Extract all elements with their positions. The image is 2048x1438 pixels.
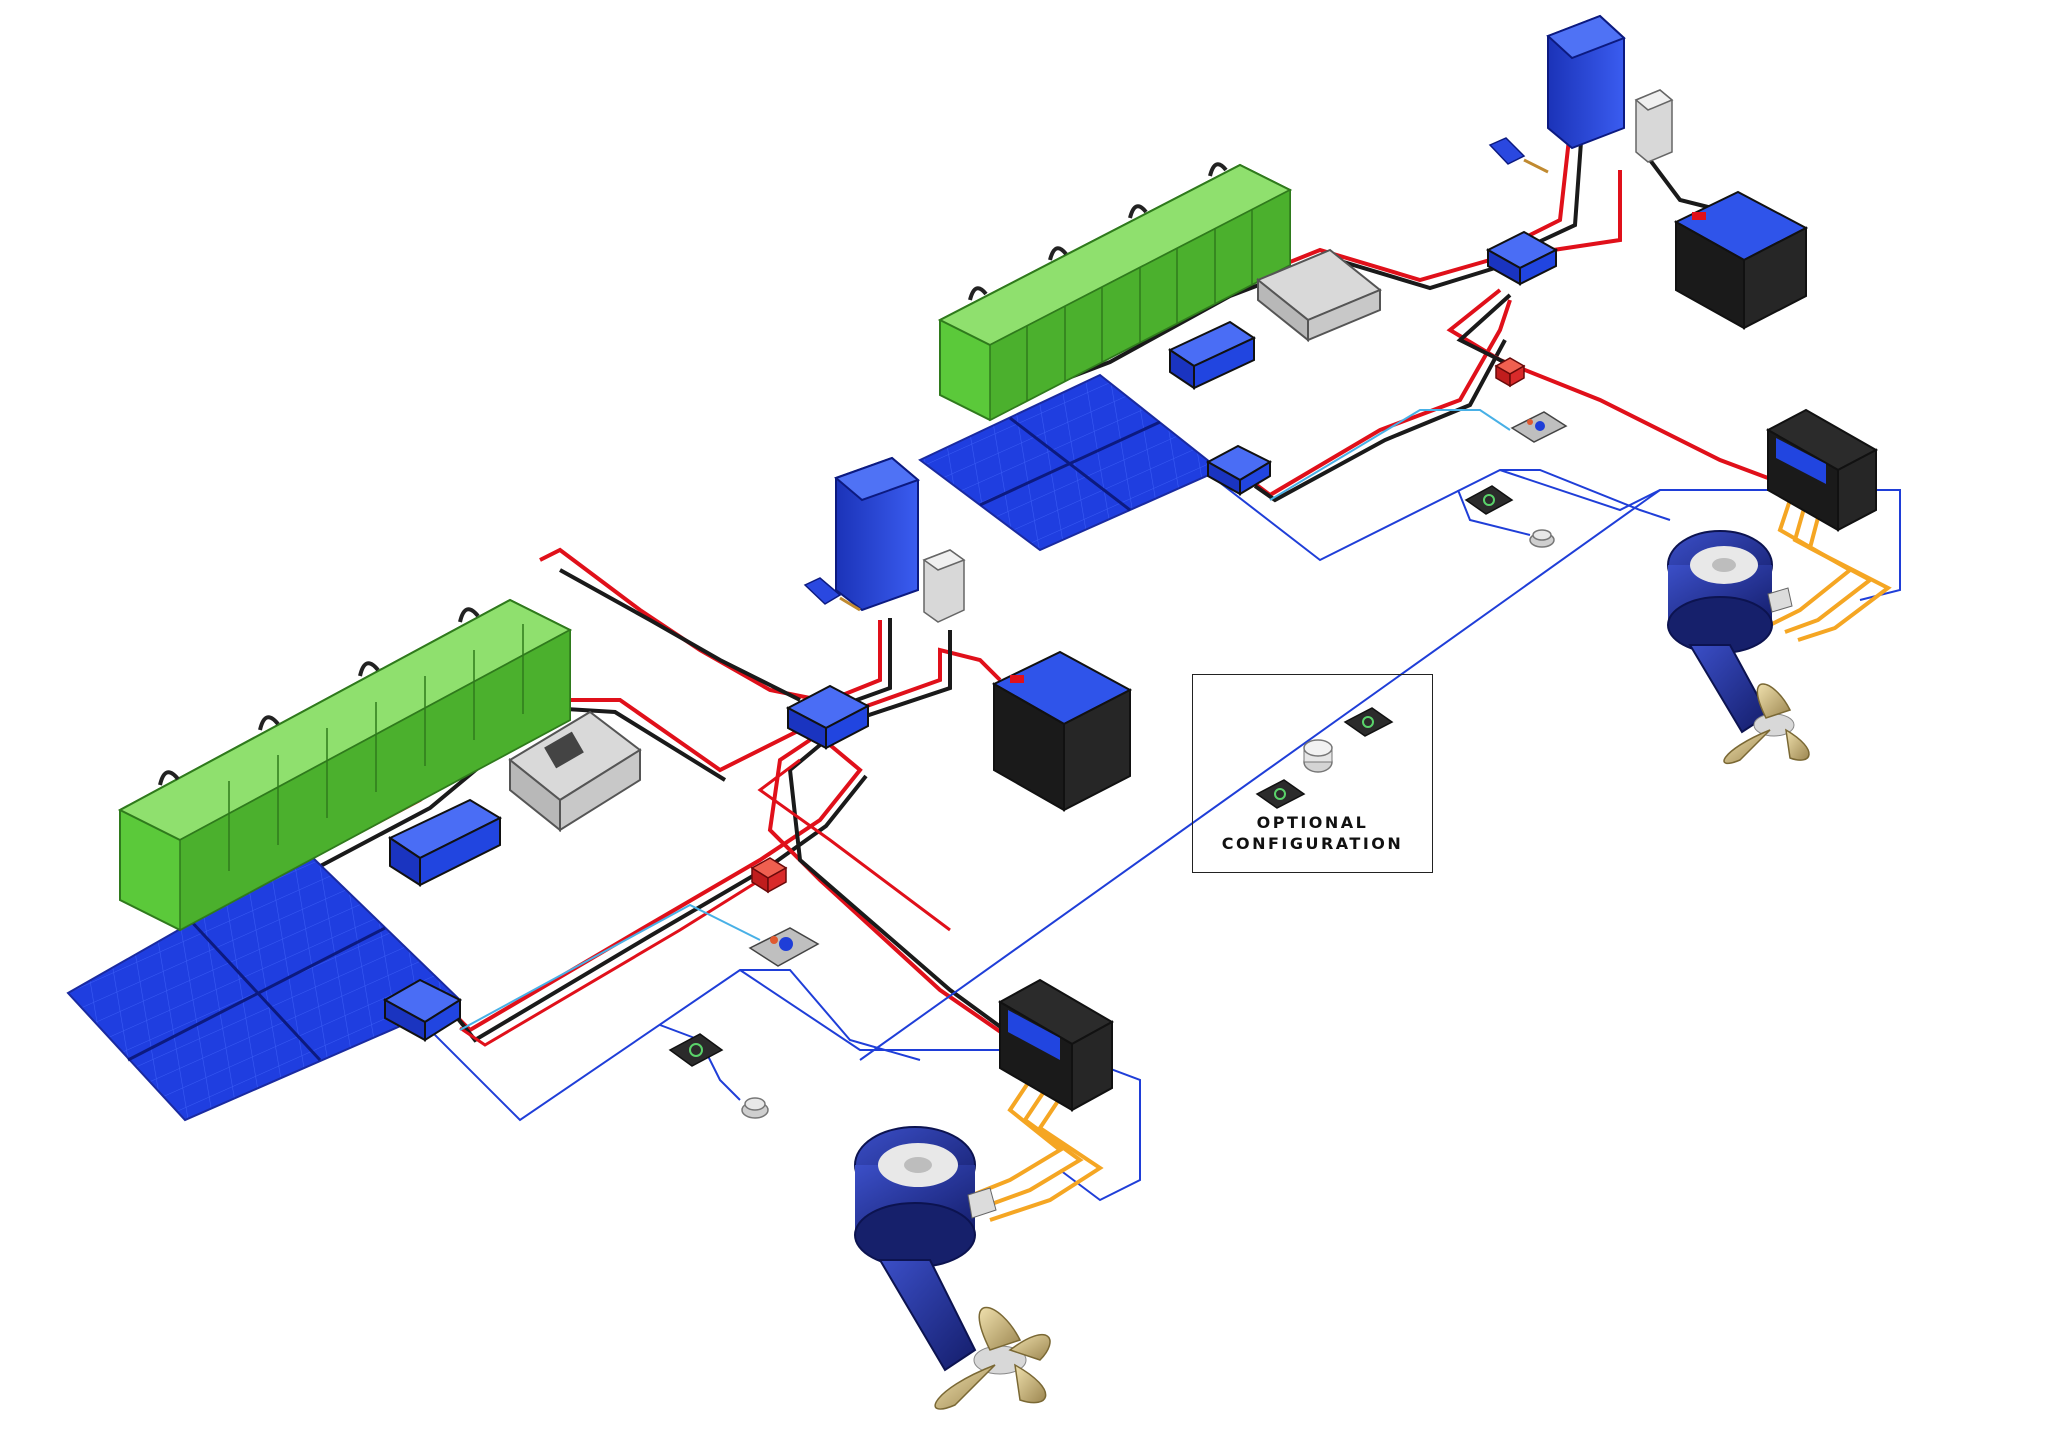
negative-cable (1648, 158, 1721, 212)
throttle-display (1464, 485, 1514, 515)
control-cable (1209, 469, 1671, 562)
positive-cable (448, 718, 863, 1033)
shore-charger (1546, 14, 1626, 150)
negative-cable (1456, 293, 1521, 372)
motor-controller (1765, 408, 1879, 532)
control-cable (1457, 489, 1531, 536)
propeller (1723, 683, 1810, 765)
motor-controller (997, 978, 1115, 1112)
negative-cable (1253, 339, 1507, 503)
solar-panel-divider (127, 926, 386, 1062)
fuse (750, 857, 788, 894)
battery-monitor-display (748, 927, 820, 967)
solar-panel-divider (188, 918, 322, 1062)
negative-cable (859, 630, 952, 720)
propeller (934, 1306, 1051, 1410)
positive-cable (757, 758, 951, 932)
battery-monitor-display (1510, 411, 1568, 443)
motor-cable (959, 1078, 1064, 1202)
battery-bank (117, 598, 573, 932)
isolator-enclosure (508, 710, 642, 833)
data-cable (1269, 409, 1511, 501)
negative-cable (1529, 127, 1584, 248)
optional-knob (1303, 739, 1333, 773)
electric-pod-motor (854, 1126, 997, 1372)
inverter-unit (1634, 89, 1674, 163)
isolator-enclosure (1256, 248, 1382, 343)
shore-power-plug (1488, 137, 1549, 174)
fuse (1494, 357, 1526, 388)
positive-cable (767, 738, 1072, 1082)
optional-display-1 (1343, 707, 1394, 737)
positive-cable (1539, 170, 1622, 254)
optional-display-2 (1255, 779, 1306, 809)
dc-dc-converter (1167, 320, 1257, 390)
cables-system-1 (229, 547, 1141, 1222)
throttle-knob (1529, 529, 1555, 548)
data-cable (459, 903, 761, 1031)
shore-charger (834, 456, 920, 612)
mppt-controller (382, 978, 463, 1042)
motor-cable (989, 1096, 1104, 1222)
inverter-unit (922, 549, 966, 623)
motor-cable (1797, 509, 1892, 642)
throttle-display (668, 1033, 724, 1067)
optional-configuration-box: OPTIONAL CONFIGURATION (1192, 674, 1433, 873)
positive-cable (459, 878, 761, 1047)
control-cable (859, 489, 1661, 1061)
busbar-junction (785, 684, 871, 750)
motor-cable (974, 1088, 1084, 1212)
optional-label-line-1: OPTIONAL (1256, 813, 1369, 832)
system-2 (918, 14, 1879, 765)
positive-cable (849, 647, 1002, 714)
positive-cable (1446, 288, 1801, 492)
busbar-junction (1485, 230, 1559, 286)
positive-cable (1519, 129, 1572, 242)
shore-power-plug (803, 577, 861, 612)
mppt-controller (1205, 444, 1273, 496)
solar-panel-divider (1009, 416, 1131, 512)
negative-cable (559, 568, 801, 702)
control-cable (404, 969, 921, 1122)
throttle-knob (741, 1097, 769, 1119)
optional-configuration-label: OPTIONAL CONFIGURATION (1193, 812, 1432, 854)
control-cable (739, 969, 1141, 1202)
positive-cable (829, 620, 882, 702)
control-cable (659, 1024, 741, 1101)
positive-cable (539, 547, 821, 702)
starter-battery (991, 650, 1133, 812)
starter-battery (1673, 190, 1809, 330)
battery-bank (937, 162, 1293, 422)
optional-components (1255, 707, 1394, 809)
optional-label-line-2: CONFIGURATION (1221, 834, 1404, 853)
electric-pod-motor (1667, 530, 1793, 734)
dc-dc-converter (387, 798, 503, 887)
system-1 (66, 456, 1133, 1410)
